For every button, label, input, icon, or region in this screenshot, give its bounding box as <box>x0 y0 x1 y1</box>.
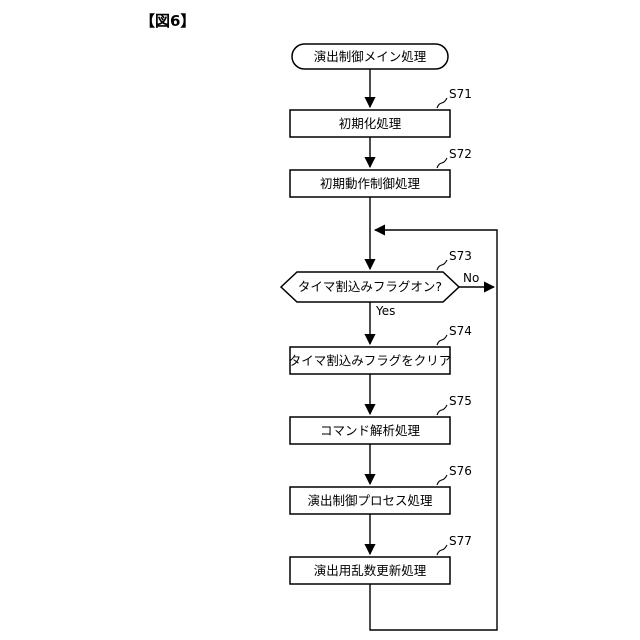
leader-squiggle-s71 <box>436 97 448 109</box>
step-id-s75: S75 <box>449 394 472 408</box>
start-terminal-label: 演出制御メイン処理 <box>314 49 427 64</box>
step-id-s72: S72 <box>449 147 472 161</box>
process-box-s76 <box>289 486 451 515</box>
process-label-s75: コマンド解析処理 <box>320 423 421 438</box>
step-id-s71: S71 <box>449 87 472 101</box>
process-box-s71 <box>289 109 451 138</box>
process-label-s74: タイマ割込みフラグをクリア <box>289 353 452 368</box>
leader-squiggle-s76 <box>436 474 448 486</box>
process-box-s75 <box>289 416 451 445</box>
step-id-s76: S76 <box>449 464 472 478</box>
step-id-s77: S77 <box>449 534 472 548</box>
step-id-s73: S73 <box>449 249 472 263</box>
process-label-s76: 演出制御プロセス処理 <box>307 493 433 508</box>
process-label-s77: 演出用乱数更新処理 <box>314 563 427 578</box>
leader-squiggle-s75 <box>436 404 448 416</box>
leader-squiggle-s74 <box>436 334 448 346</box>
process-label-s72: 初期動作制御処理 <box>320 176 421 191</box>
leader-squiggle-s72 <box>436 157 448 169</box>
no-branch-label: No <box>463 271 479 285</box>
decision-label-s73: タイマ割込みフラグオン? <box>298 279 442 294</box>
process-label-s71: 初期化処理 <box>339 116 402 131</box>
leader-squiggle-s73 <box>436 259 448 271</box>
process-box-s77 <box>289 556 451 585</box>
loop-return-line <box>369 224 498 631</box>
yes-branch-label: Yes <box>375 304 395 318</box>
leader-squiggle-s77 <box>436 544 448 556</box>
figure-number-label: 【図6】 <box>140 12 195 30</box>
step-id-s74: S74 <box>449 324 472 338</box>
